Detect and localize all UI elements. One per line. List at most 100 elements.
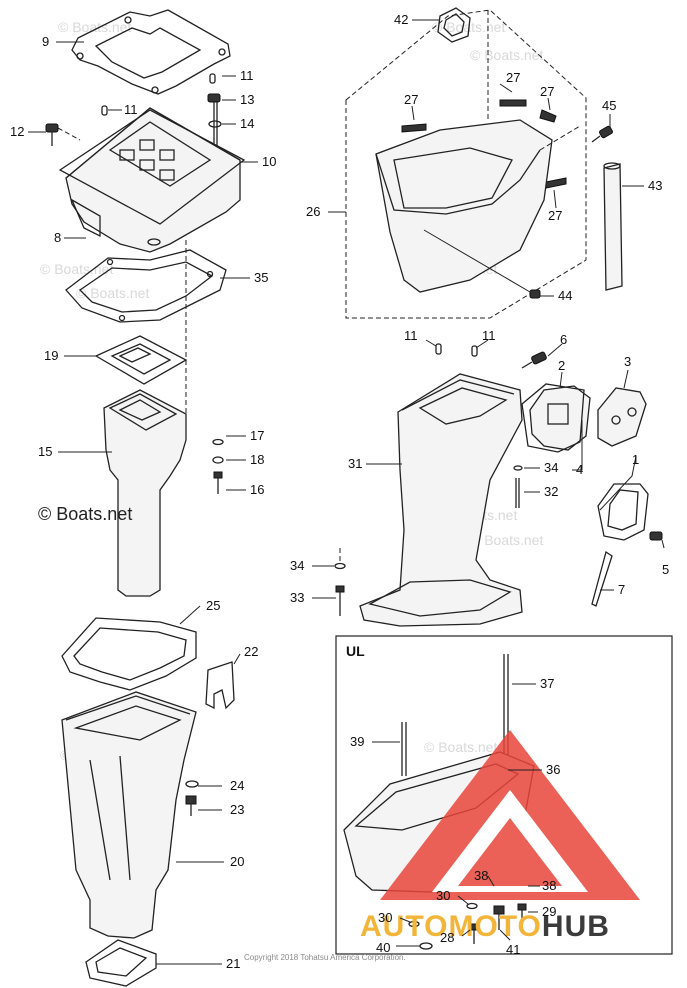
part-44-screw	[423, 229, 541, 299]
part-22-bracket	[205, 661, 235, 710]
callout-25: 25	[206, 598, 220, 613]
part-5-screw	[649, 531, 663, 541]
part-27-pad	[499, 99, 527, 107]
callout-35: 35	[254, 270, 268, 285]
part-45-bolt	[591, 125, 613, 143]
callout-38: 38	[474, 868, 488, 883]
part-17-washer	[212, 438, 224, 446]
callout-27: 27	[548, 208, 562, 223]
part-11-pin	[209, 73, 216, 84]
callout-30: 30	[378, 910, 392, 925]
part-32-stud	[515, 478, 520, 508]
part-40-nut	[419, 942, 433, 950]
watermark-large: © Boats.net	[38, 504, 132, 524]
callout-8: 8	[54, 230, 61, 245]
callout-10: 10	[262, 154, 276, 169]
callout-28: 28	[440, 930, 454, 945]
callout-42: 42	[394, 12, 408, 27]
part-3-plate	[597, 387, 647, 447]
callout-9: 9	[42, 34, 49, 49]
callout-19: 19	[44, 348, 58, 363]
callout-27: 27	[506, 70, 520, 85]
part-9-plate	[71, 9, 231, 95]
part-29-bolt	[517, 903, 527, 930]
callout-2: 2	[558, 358, 565, 373]
part-11-pin	[435, 343, 442, 355]
callout-24: 24	[230, 778, 244, 793]
callout-4: 4	[576, 462, 583, 477]
part-2-cover	[529, 385, 591, 451]
part-27-pad	[401, 123, 427, 133]
part-33-bolt	[335, 585, 345, 616]
callout-40: 40	[376, 940, 390, 955]
part-30-washer	[408, 920, 420, 928]
part-12-bolt	[45, 123, 81, 146]
callout-29: 29	[542, 904, 556, 919]
part-16-bolt	[213, 471, 223, 494]
part-25-gasket	[61, 617, 197, 691]
callout-13: 13	[240, 92, 254, 107]
callout-17: 17	[250, 428, 264, 443]
callout-32: 32	[544, 484, 558, 499]
part-42-grommet	[437, 7, 471, 43]
logo-text: AUTOMOTOHUB	[360, 910, 610, 943]
part-15-exhaust-tube	[103, 389, 187, 597]
callout-3: 3	[624, 354, 631, 369]
part-30-washer	[466, 902, 478, 910]
watermark-text: © Boats.net	[76, 285, 149, 301]
part-18-washer	[212, 456, 224, 464]
part-24-washer	[185, 780, 199, 788]
callout-34: 34	[290, 558, 304, 573]
part-27-pad	[539, 109, 557, 123]
part-34-nut	[334, 562, 346, 570]
part-11-pin	[101, 105, 108, 116]
callout-22: 22	[244, 644, 258, 659]
callout-11: 11	[482, 328, 496, 343]
callout-33: 33	[290, 590, 304, 605]
callout-27: 27	[404, 92, 418, 107]
callout-11: 11	[240, 68, 254, 83]
callout-39: 39	[350, 734, 364, 749]
part-39-stud	[401, 722, 407, 776]
callout-7: 7	[618, 582, 625, 597]
callout-27: 27	[540, 84, 554, 99]
copyright-text: Copyright 2018 Tohatsu America Corporati…	[244, 953, 406, 962]
callout-15: 15	[38, 444, 52, 459]
part-35-gasket	[65, 249, 227, 323]
automotohub-logo: AUTOMOTOHUB	[360, 730, 640, 943]
callout-21: 21	[226, 956, 240, 971]
callout-11: 11	[124, 102, 138, 117]
part-28-bolt	[469, 923, 479, 944]
part-31-drive-shaft-housing	[359, 373, 523, 627]
part-41-bolt	[493, 905, 505, 930]
callout-36: 36	[546, 762, 560, 777]
callout-6: 6	[560, 332, 567, 347]
callout-43: 43	[648, 178, 662, 193]
part-34-nut	[513, 465, 523, 471]
callout-37: 37	[540, 676, 554, 691]
leader-lines	[28, 19, 665, 965]
part-26-apron	[375, 119, 553, 293]
part-8-mount-housing	[65, 107, 241, 253]
part-7-dipstick	[591, 550, 613, 607]
callout-labels: 42 9 11 13 11 14 12 10 27 27 27 27 45 43…	[10, 12, 669, 971]
part-6-screw	[521, 351, 547, 369]
callout-30: 30	[436, 888, 450, 903]
part-19-gasket	[94, 335, 188, 385]
callout-12: 12	[10, 124, 24, 139]
part-14-washer	[208, 120, 222, 128]
part-23-bolt	[185, 795, 197, 816]
part-1-gasket	[597, 483, 649, 541]
part-20-oil-pan	[61, 691, 197, 939]
part-11-pin	[471, 345, 478, 357]
watermark-text: © Boats.net	[470, 532, 543, 548]
part-27-pad	[545, 177, 567, 189]
callout-38: 38	[542, 878, 556, 893]
callout-1: 1	[632, 452, 639, 467]
callout-41: 41	[506, 942, 520, 957]
callout-18: 18	[250, 452, 264, 467]
callout-26: 26	[306, 204, 320, 219]
callout-31: 31	[348, 456, 362, 471]
callout-44: 44	[558, 288, 572, 303]
